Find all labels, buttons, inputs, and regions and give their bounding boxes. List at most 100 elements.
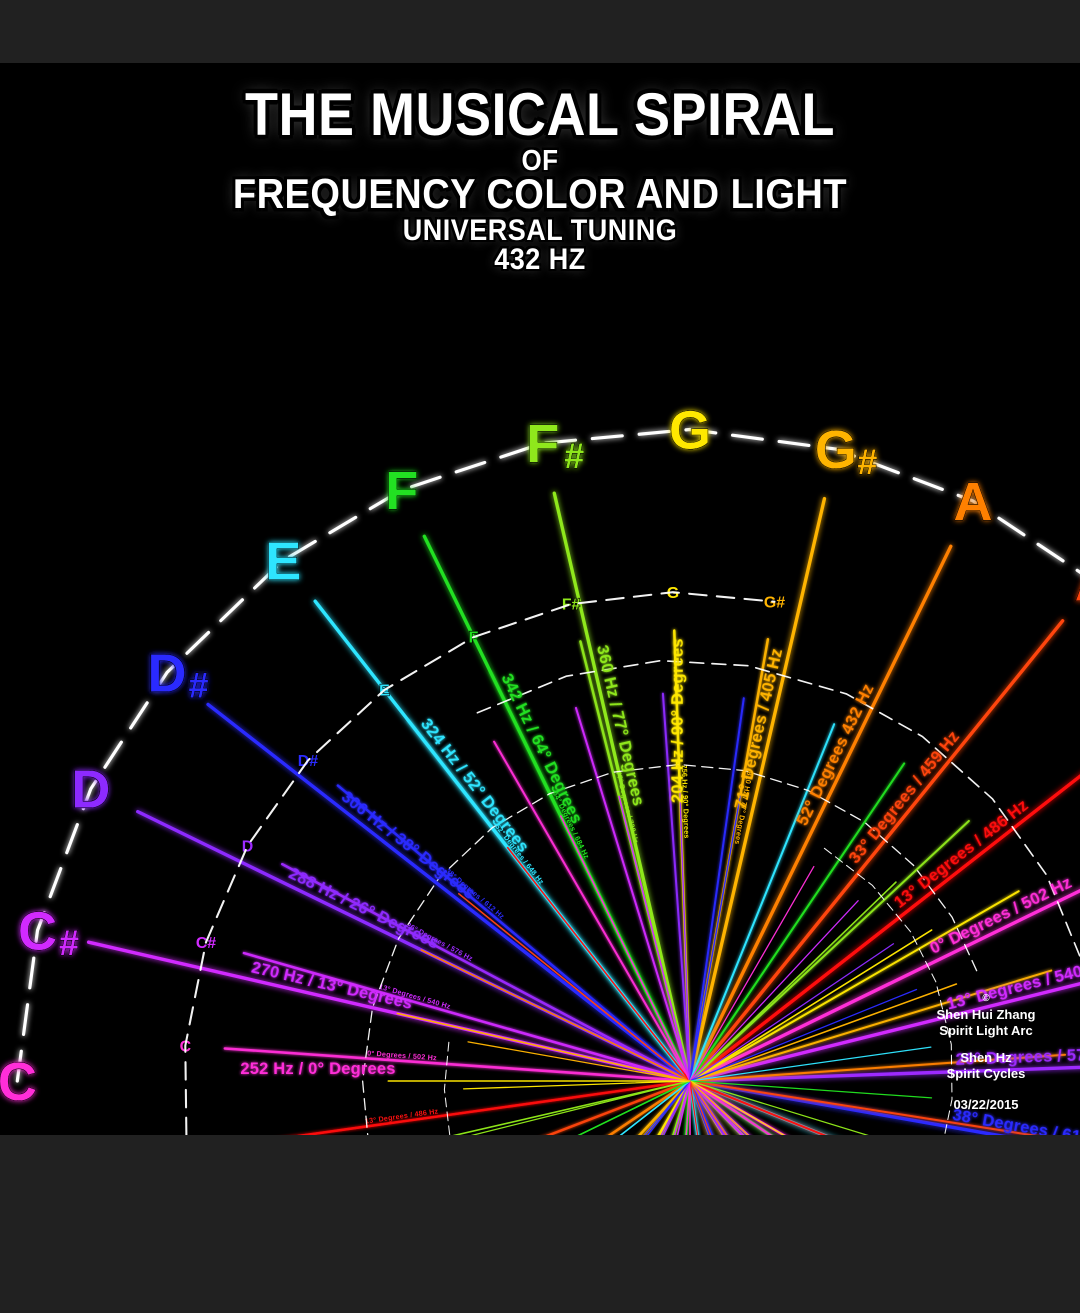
guide-arc (15, 427, 1080, 1083)
inner-spiral-ray (662, 1080, 691, 1135)
ray-label-g-204: 204 Hz / 90° Degrees (669, 638, 687, 803)
inner-spiral-ray (679, 788, 691, 1082)
spiral-ray (552, 491, 692, 1083)
spiral-ray (688, 982, 1080, 1083)
spiral-ray (688, 496, 827, 1083)
ray-label-c-252: 252 Hz / 0° Degrees (240, 1060, 395, 1078)
credit-series: Spirit Cycles (946, 1066, 1026, 1082)
inner-spiral-ray (689, 881, 897, 1082)
inner-spiral-ray (689, 1046, 932, 1082)
inner-spiral-ray (689, 1080, 869, 1135)
inner-spiral-ray (619, 1080, 691, 1135)
ray-label-d-576: 26° Degrees / 576 Hz (955, 1045, 1080, 1069)
inner-note-letter: F# (562, 597, 581, 614)
sharp-sign-icon: # (564, 436, 584, 476)
inner-spiral-ray (689, 988, 918, 1082)
inner-spiral-ray (420, 949, 691, 1082)
inner-spiral-ray (661, 692, 692, 1083)
inner-spiral-ray (457, 892, 691, 1082)
inner-guide-arc (361, 763, 980, 1135)
inner-spiral-ray (660, 1080, 691, 1135)
inner-spiral-ray (545, 1079, 692, 1135)
spiral-ray (688, 1079, 1007, 1135)
inner-spiral-ray (688, 1079, 744, 1135)
inner-spiral-ray (689, 929, 933, 1082)
inner-spiral-ray (463, 1080, 691, 1090)
inner-guide-arc (476, 659, 1080, 959)
sharp-sign-icon: # (59, 923, 79, 963)
note-letter-d: D (71, 760, 110, 820)
credit-date: 03/22/2015 (953, 1096, 1019, 1112)
inner-spiral-ray (296, 1079, 692, 1135)
spiral-ray (688, 619, 1065, 1083)
spiral-arc-guides (15, 427, 1080, 1083)
note-letter-a: A (953, 472, 992, 532)
inner-spiral-ray (689, 1080, 785, 1135)
credit-studio: Spirit Light Arc (939, 1022, 1033, 1038)
inner-spiral-ray (688, 1079, 827, 1135)
note-letter-f-sharp: F (526, 414, 559, 474)
inner-spiral-ray (607, 1079, 692, 1135)
note-letter-c: C (0, 1052, 37, 1112)
musical-spiral-diagram: C252 Hz / 0° DegreesC#270 Hz / 13° Degre… (0, 400, 1080, 1135)
inner-spiral-ray (688, 697, 745, 1083)
inner-spiral-ray (689, 1080, 712, 1135)
inner-guide-arc (443, 847, 953, 1135)
inner-spiral-ray (689, 841, 852, 1082)
ray-label-asharp-459: 33° Degrees / 459 Hz (845, 728, 963, 867)
inner-spiral-ray (688, 890, 1020, 1083)
inner-spiral-ray (689, 812, 800, 1082)
inner-spiral-ray (688, 1079, 772, 1135)
credit-spacer (906, 1039, 1066, 1050)
note-letter-labels: CC#DD#EFF#GG#AA#BCC#DD#EFF#GG# (0, 400, 1080, 1113)
inner-spiral-ray (689, 900, 859, 1082)
sharp-sign-icon: # (857, 442, 877, 482)
inner-spiral-ray (688, 969, 1053, 1083)
inner-spiral-ray (223, 1047, 692, 1083)
credit-author: Shen Hui Zhang (936, 1006, 1036, 1022)
musical-spiral-poster: C252 Hz / 0° DegreesC#270 Hz / 13° Degre… (0, 63, 1080, 1135)
inner-spiral-ray (336, 784, 692, 1083)
inner-spiral-ray (689, 794, 742, 1082)
inner-spiral-ray (688, 819, 970, 1083)
inner-spiral-ray (280, 862, 692, 1083)
inner-spiral-ray (689, 983, 958, 1082)
inner-spiral-ray (506, 846, 691, 1082)
note-letter-g-sharp: G (815, 420, 857, 480)
inner-spiral-ray (676, 1080, 691, 1135)
inner-spiral-ray (470, 1080, 691, 1135)
note-letter-f: F (385, 461, 418, 521)
inner-note-letter: G# (764, 594, 785, 611)
bottom-letterbox-band (0, 1135, 1080, 1313)
sharp-sign-icon: # (189, 665, 209, 705)
inner-spiral-ray (689, 1080, 699, 1135)
inner-spiral-ray (689, 1080, 728, 1135)
inner-spiral-ray (646, 1080, 691, 1135)
inner-spiral-ray (577, 1080, 691, 1135)
ray-label-b-486: 13° Degrees / 486 Hz (891, 796, 1032, 912)
inner-spiral-ray (688, 1079, 725, 1135)
note-letter-g: G (669, 400, 711, 460)
inner-spiral-ray (618, 795, 691, 1082)
note-letter-e: E (265, 531, 301, 591)
inner-spiral-ray (688, 1053, 1067, 1083)
inner-spiral-ray (493, 740, 692, 1083)
note-letter-d-sharp: D (148, 643, 187, 703)
inner-spiral-ray (396, 1012, 691, 1082)
inner-note-letter: G (667, 585, 679, 602)
inner-spiral-ray (689, 865, 815, 1082)
inner-spiral-ray (673, 1080, 691, 1135)
inner-spiral-ray (685, 1080, 691, 1135)
inner-spiral-ray (452, 1080, 691, 1135)
ray-label-c-502: 0° Degrees / 502 Hz (927, 874, 1074, 958)
spiral-ray (206, 702, 692, 1083)
inner-spiral-ray (689, 943, 895, 1082)
spiral-ray (688, 774, 1080, 1083)
spiral-ray (688, 544, 953, 1083)
inner-spiral-ray (242, 951, 692, 1083)
top-letterbox-band (0, 0, 1080, 63)
inner-spiral-ray (560, 815, 691, 1082)
note-letter-a-sharp: A (1075, 553, 1080, 613)
inner-spiral-ray (689, 1080, 933, 1099)
spiral-ray (688, 888, 1080, 1083)
